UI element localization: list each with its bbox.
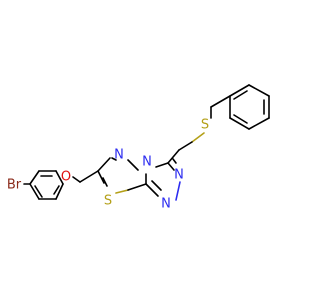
thioether-chain: [178, 95, 231, 151]
benzyl-ring: [229, 84, 270, 130]
triazole-ring: [145, 149, 181, 201]
thiadiazole-ring: [97, 157, 147, 194]
atom-n-triazole-bottom: N: [161, 197, 171, 212]
atom-n-bridgehead: N: [142, 155, 152, 170]
atom-br: Br: [7, 178, 22, 193]
ether-linker: [72, 170, 99, 183]
atom-o-ether: O: [61, 170, 71, 185]
bromophenyl-ring: [23, 170, 64, 200]
structure-drawing: S N N N N S O Br: [7, 84, 270, 212]
atom-n-triazole-right: N: [174, 168, 184, 183]
atom-n-thiadiazole-top: N: [114, 148, 124, 163]
molecule-canvas: S N N N N S O Br: [6, 84, 270, 212]
atom-s-thiadiazole: S: [104, 194, 112, 209]
atom-s-thioether: S: [201, 118, 209, 133]
